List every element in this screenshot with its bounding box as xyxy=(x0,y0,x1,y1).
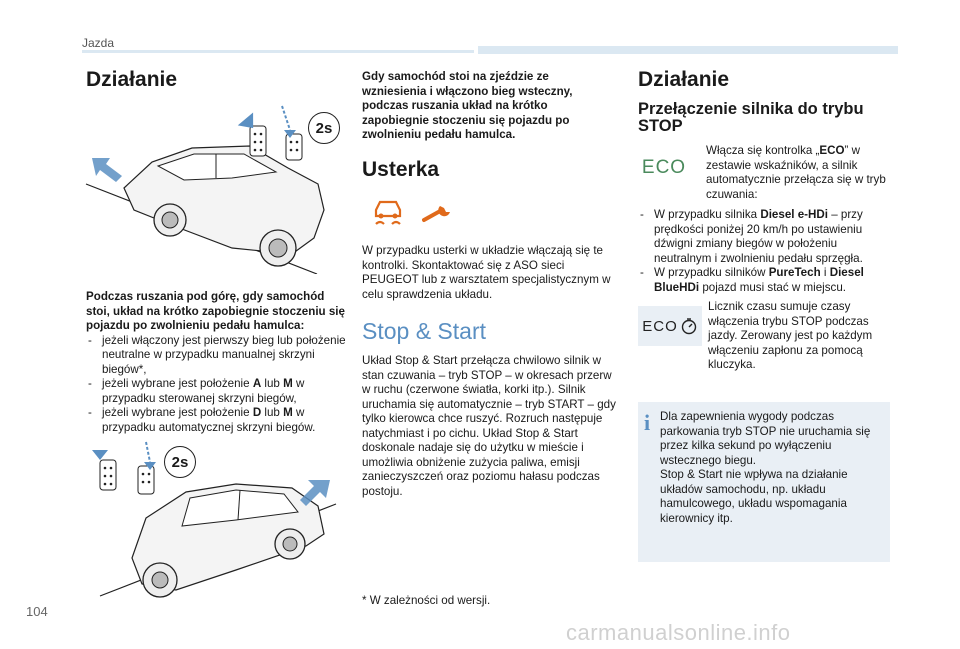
stop-timer-icon: ECO xyxy=(638,306,702,346)
stop-mode-subtitle: Przełączenie silnika do trybu STOP xyxy=(638,100,864,135)
stopwatch-icon xyxy=(681,318,696,335)
hill-start-reverse-illustration xyxy=(86,440,344,600)
list-item-text: lub xyxy=(261,406,284,419)
list-item-text: w przypadku automatycznej skrzyni biegów… xyxy=(102,406,316,434)
info-text: Dla zapewnienia wygody podczas parkowani… xyxy=(660,410,880,526)
stop-start-title: Stop & Start xyxy=(362,318,487,344)
list-item: jeżeli włączony jest pierwszy bieg lub p… xyxy=(86,334,348,378)
list-item-text: pojazd musi stać w miejscu. xyxy=(699,280,846,294)
watermark: carmanualsonline.info xyxy=(566,620,791,645)
hill-start-description: Podczas ruszania pod górę, gdy samochód … xyxy=(86,290,348,435)
list-item-text: jeżeli wybrane jest położenie xyxy=(102,377,253,390)
list-item-text: W przypadku silnika xyxy=(654,208,761,221)
engine-conditions: W przypadku silnika Diesel e-HDi – przy … xyxy=(638,208,884,295)
hill-start-uphill-illustration xyxy=(82,98,344,274)
list-item-text: w przypadku sterowanej skrzyni biegów, xyxy=(102,377,305,405)
list-item-text: jeżeli wybrane jest położenie xyxy=(102,406,253,419)
list-item-bold: M xyxy=(283,377,293,390)
stop-timer-text: Licznik czasu sumuje czasy włączenia try… xyxy=(708,300,873,371)
info-paragraph: Dla zapewnienia wygody podczas parkowani… xyxy=(660,410,871,467)
list-item: jeżeli wybrane jest położenie D lub M w … xyxy=(86,406,348,435)
hill-start-conditions-list: jeżeli włączony jest pierwszy bieg lub p… xyxy=(86,334,348,436)
hill-start-intro: Podczas ruszania pod górę, gdy samochód … xyxy=(86,290,345,332)
header-rule-right xyxy=(478,46,898,54)
list-item-text: i xyxy=(820,266,830,279)
section-header: Jazda xyxy=(82,36,115,50)
list-item-bold: PureTech xyxy=(768,266,821,279)
list-item-text: W przypadku silników xyxy=(654,266,769,279)
info-icon: i xyxy=(644,410,651,435)
two-seconds-badge-bottom: 2s xyxy=(164,446,196,478)
reverse-gear-note: Gdy samochód stoi na zjeździe ze wzniesi… xyxy=(362,70,573,141)
stop-start-text: Układ Stop & Start przełącza chwilowo si… xyxy=(362,354,616,498)
info-box: i Dla zapewnienia wygody podczas parkowa… xyxy=(638,402,890,562)
wrench-icon xyxy=(420,200,454,228)
list-item-bold: A xyxy=(252,377,262,390)
header-rule-left xyxy=(82,50,474,53)
list-item: jeżeli wybrane jest położenie A lub M w … xyxy=(86,377,348,406)
eco-text-part: ” w zestawie wskaźników, a silnik automa… xyxy=(706,144,886,201)
eco-text-part: Włącza się kontrolka „ xyxy=(706,144,820,157)
fault-text: W przypadku usterki w układzie włączają … xyxy=(362,244,611,301)
eco-indicator-icon: ECO xyxy=(641,157,687,178)
list-item: W przypadku silników PureTech i Diesel B… xyxy=(638,266,884,295)
two-seconds-badge-top: 2s xyxy=(308,112,340,144)
list-item-bold: Diesel BlueHDi xyxy=(654,266,864,294)
skid-warning-icon xyxy=(370,196,406,232)
page-number: 104 xyxy=(26,604,48,619)
list-item-bold: D xyxy=(252,406,262,419)
footnote: * W zależności od wersji. xyxy=(362,594,491,607)
timer-eco-label: ECO xyxy=(642,317,678,335)
eco-text-bold: ECO xyxy=(819,144,845,157)
col3-title: Działanie xyxy=(638,68,730,91)
list-item: W przypadku silnika Diesel e-HDi – przy … xyxy=(638,208,884,266)
list-item-text: lub xyxy=(261,377,284,390)
info-paragraph: Stop & Start nie wpływa na działanie ukł… xyxy=(660,468,848,525)
list-item-bold: Diesel e-HDi xyxy=(760,208,828,221)
col1-title: Działanie xyxy=(86,68,178,91)
list-item-text: – przy prędkości poniżej 20 km/h po usta… xyxy=(654,208,863,265)
list-item-text: jeżeli włączony jest pierwszy bieg lub p… xyxy=(102,333,346,376)
list-item-bold: M xyxy=(283,406,293,419)
engine-conditions-list: W przypadku silnika Diesel e-HDi – przy … xyxy=(638,208,884,295)
eco-indicator-text: Włącza się kontrolka „ECO” w zestawie ws… xyxy=(706,144,892,202)
fault-title: Usterka xyxy=(362,158,440,181)
